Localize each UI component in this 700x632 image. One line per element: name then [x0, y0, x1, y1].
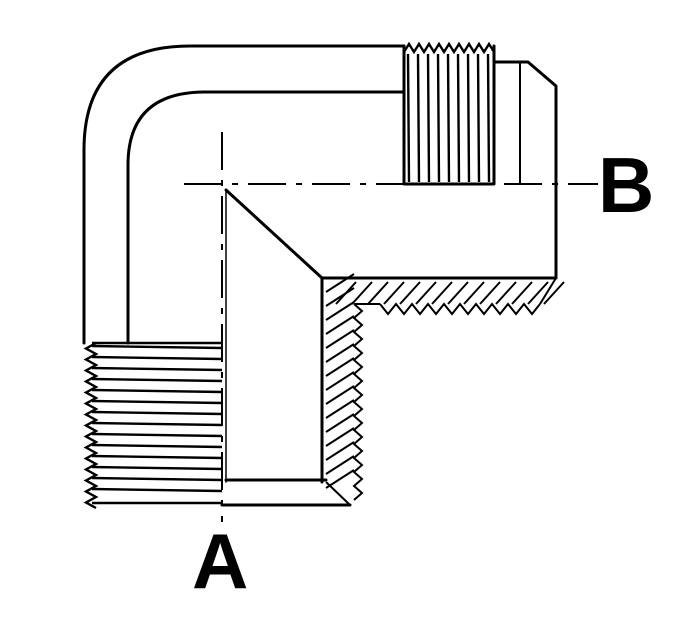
thread-a-line [91, 355, 223, 361]
thread-a-line [91, 421, 223, 427]
thread-a-line [91, 366, 223, 372]
hatch-flare-line [431, 281, 453, 305]
hatch-wall-line [325, 441, 355, 461]
hatch-flare-line [495, 281, 517, 305]
thread-a-line [91, 454, 223, 460]
thread-a-line [91, 432, 223, 438]
hatch-wall-line [325, 399, 355, 419]
thread-a-profile [83, 341, 99, 510]
hatch-flare-line [447, 281, 469, 305]
thread-b-line [476, 53, 481, 183]
hatch-wall-line [325, 427, 355, 447]
cone-seat-line [224, 188, 324, 280]
hatch-wall-line [325, 385, 355, 405]
thread-a-line [91, 377, 223, 383]
elbow-outer-contour [82, 44, 406, 345]
hatch-flare-line [511, 281, 533, 305]
thread-b-line [426, 53, 431, 183]
hatch-wall-line [325, 329, 355, 349]
hatch-flare-line [351, 281, 373, 305]
thread-a-line [91, 399, 223, 405]
section-bottom-tip [325, 481, 351, 506]
flare-serrated-edge [379, 302, 541, 316]
port-b-label: B [598, 141, 655, 229]
hatch-wall-line [325, 273, 355, 293]
hatch-wall-line [325, 287, 355, 307]
hatch-flare-line [335, 281, 357, 305]
flare-end-outline [492, 60, 558, 280]
hatch-flare-line [479, 281, 501, 305]
thread-b-line [416, 53, 421, 183]
thread-a-line [91, 487, 223, 493]
thread-b-line [406, 53, 411, 183]
elbow-inner-contour [126, 90, 406, 345]
hatch-flare-line [399, 281, 421, 305]
hatch-wall-line [325, 343, 355, 363]
section-hatching [325, 273, 565, 506]
thread-a-line [91, 443, 223, 449]
thread-a-line [91, 465, 223, 471]
hatch-flare-line [367, 281, 389, 305]
thread-a-line [91, 388, 223, 394]
hatch-flare-line [415, 281, 437, 305]
hatch-wall-line [325, 413, 355, 433]
thread-a-line [91, 344, 223, 350]
hatch-flare-line [383, 281, 405, 305]
port-a-label: A [192, 517, 249, 605]
hatch-wall-line [325, 315, 355, 335]
thread-b-profile [402, 41, 496, 55]
hatch-wall-line [325, 301, 355, 321]
port-b-thread [402, 41, 496, 183]
hatch-flare-line [463, 281, 485, 305]
hatch-flare-line [527, 281, 549, 305]
port-a-thread [83, 341, 223, 510]
section-serrated-edge [352, 303, 364, 501]
hatch-flare-line [543, 281, 565, 305]
thread-b-line [456, 53, 461, 183]
hatch-wall-line [325, 455, 355, 475]
thread-b-line [446, 53, 451, 183]
thread-a-line [91, 410, 223, 416]
hatch-wall-line [325, 469, 355, 489]
thread-b-line [436, 53, 441, 183]
thread-b-line [486, 53, 491, 183]
section-flare-tip [539, 277, 557, 305]
thread-a-line [91, 476, 223, 482]
hatch-wall-line [325, 371, 355, 391]
hatch-wall-line [325, 357, 355, 377]
thread-b-line [466, 53, 471, 183]
